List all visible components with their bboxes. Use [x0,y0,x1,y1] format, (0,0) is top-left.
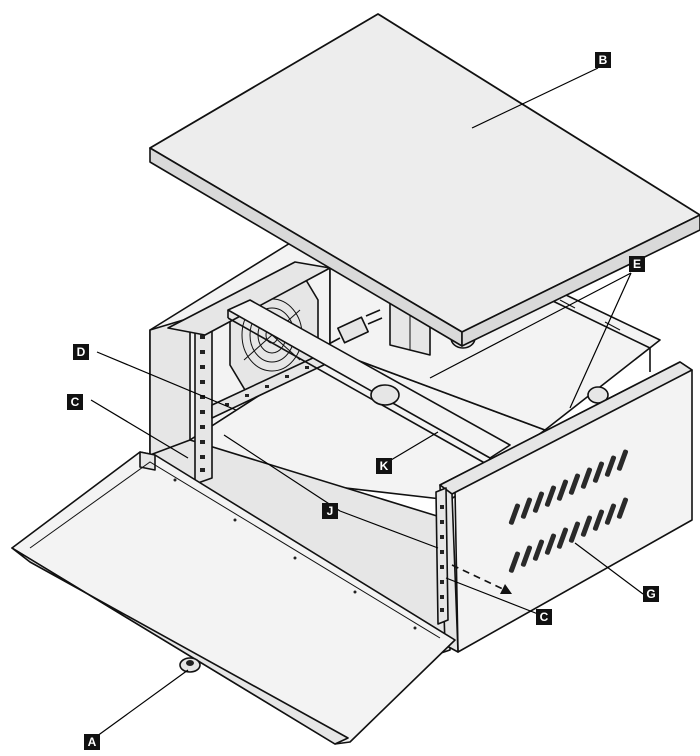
vent-slots [508,449,629,573]
callout-c-left: C [67,394,83,410]
right-rack-rail [435,487,449,625]
front-door [11,451,456,745]
svg-text:D: D [77,345,86,359]
left-rack-rail [194,317,213,485]
callout-c-right: C [536,609,552,625]
top-lid [149,13,700,347]
callout-e: E [629,256,645,272]
svg-text:C: C [71,395,80,409]
callout-g: G [643,586,659,602]
callout-j: J [322,503,338,519]
door-lock-icon [179,657,201,673]
cross-bar [227,299,511,467]
slide-direction-arrow [451,564,512,594]
svg-text:B: B [599,53,608,67]
callout-d: D [73,344,89,360]
rear-frame [529,289,651,372]
callout-b: B [595,52,611,68]
callout-k: K [376,458,392,474]
callout-a: A [84,734,100,750]
svg-text:C: C [540,610,549,624]
svg-text:G: G [646,587,655,601]
svg-text:K: K [380,459,389,473]
svg-text:J: J [327,504,334,518]
svg-text:E: E [633,257,641,271]
svg-text:A: A [88,735,97,749]
side-panel [435,361,693,653]
leader-lines [90,67,644,740]
